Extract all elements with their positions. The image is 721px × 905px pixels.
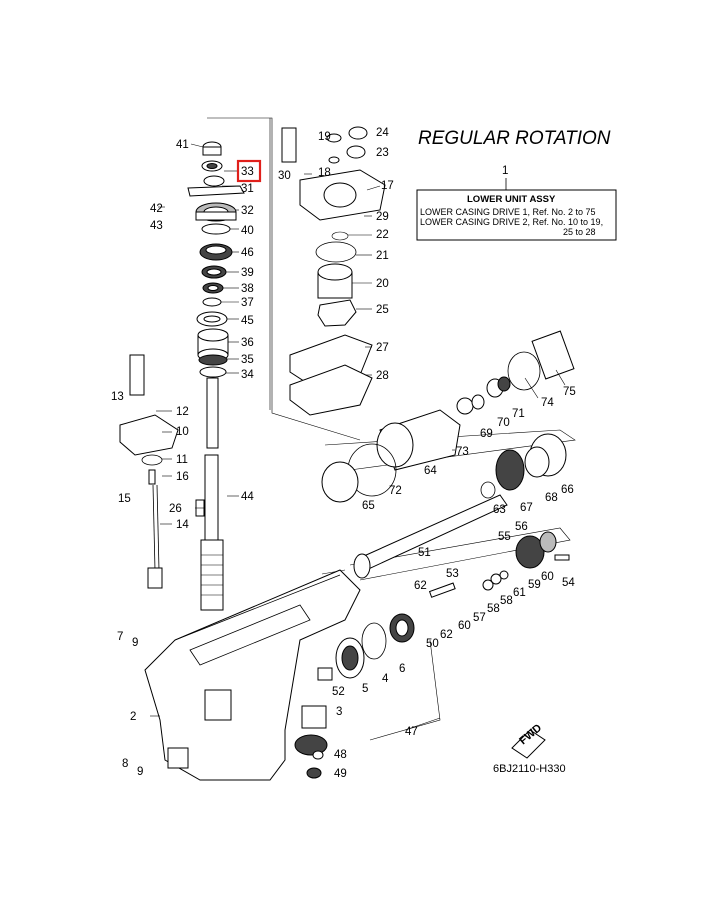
callout-16[interactable]: 16 bbox=[176, 471, 189, 483]
callout-73[interactable]: 73 bbox=[456, 446, 469, 458]
callout-62b[interactable]: 62 bbox=[440, 629, 453, 641]
callout-14[interactable]: 14 bbox=[176, 519, 189, 531]
assembly-line3: 25 to 28 bbox=[563, 227, 596, 237]
callout-21[interactable]: 21 bbox=[376, 250, 389, 262]
callout-33[interactable]: 33 bbox=[241, 166, 254, 178]
callout-11[interactable]: 11 bbox=[176, 454, 188, 466]
callout-44[interactable]: 44 bbox=[241, 491, 254, 503]
leader-lines bbox=[150, 143, 566, 731]
callout-23[interactable]: 23 bbox=[376, 147, 389, 159]
callout-19[interactable]: 19 bbox=[318, 131, 331, 143]
upper-shaft-parts bbox=[187, 141, 245, 611]
callout-17[interactable]: 17 bbox=[381, 180, 394, 192]
callout-15[interactable]: 15 bbox=[118, 493, 131, 505]
propshaft-parts: FWD bbox=[294, 330, 575, 779]
callout-49[interactable]: 49 bbox=[334, 768, 347, 780]
explode-guide-lines bbox=[207, 117, 576, 741]
callout-8[interactable]: 8 bbox=[122, 758, 128, 770]
assembly-ref-number: 1 bbox=[502, 165, 508, 177]
callout-58b[interactable]: 58 bbox=[487, 603, 500, 615]
callout-24[interactable]: 24 bbox=[376, 127, 389, 139]
callout-67[interactable]: 67 bbox=[520, 502, 533, 514]
callout-53[interactable]: 53 bbox=[446, 568, 459, 580]
callout-40[interactable]: 40 bbox=[241, 225, 254, 237]
callout-62[interactable]: 62 bbox=[414, 580, 427, 592]
callout-29[interactable]: 29 bbox=[376, 211, 389, 223]
callout-2[interactable]: 2 bbox=[130, 711, 136, 723]
callout-32[interactable]: 32 bbox=[241, 205, 254, 217]
callout-63[interactable]: 63 bbox=[493, 504, 506, 516]
callout-39[interactable]: 39 bbox=[241, 267, 254, 279]
callout-27[interactable]: 27 bbox=[376, 342, 389, 354]
diagram-title: REGULAR ROTATION bbox=[418, 128, 611, 149]
callout-60[interactable]: 60 bbox=[541, 571, 554, 583]
assembly-line2: LOWER CASING DRIVE 2, Ref. No. 10 to 19, bbox=[420, 217, 603, 227]
assembly-box bbox=[416, 189, 617, 241]
callout-38[interactable]: 38 bbox=[241, 283, 254, 295]
callout-60b[interactable]: 60 bbox=[458, 620, 471, 632]
callout-4[interactable]: 4 bbox=[382, 673, 389, 685]
callout-26[interactable]: 26 bbox=[169, 503, 182, 515]
callout-43[interactable]: 43 bbox=[150, 220, 163, 232]
callout-12[interactable]: 12 bbox=[176, 406, 189, 418]
callout-42[interactable]: 42 bbox=[150, 203, 163, 215]
drawing-code: 6BJ2110-H330 bbox=[493, 763, 566, 775]
callout-54[interactable]: 54 bbox=[562, 577, 575, 589]
callout-37[interactable]: 37 bbox=[241, 297, 254, 309]
callout-69[interactable]: 69 bbox=[480, 428, 493, 440]
callout-46[interactable]: 46 bbox=[241, 247, 254, 259]
callout-72[interactable]: 72 bbox=[389, 485, 402, 497]
callout-48[interactable]: 48 bbox=[334, 749, 347, 761]
callout-20[interactable]: 20 bbox=[376, 278, 389, 290]
callout-75[interactable]: 75 bbox=[563, 386, 576, 398]
callout-25[interactable]: 25 bbox=[376, 304, 389, 316]
callout-56[interactable]: 56 bbox=[515, 521, 528, 533]
callout-50[interactable]: 50 bbox=[426, 638, 439, 650]
callout-10[interactable]: 10 bbox=[176, 426, 189, 438]
callout-31[interactable]: 31 bbox=[241, 183, 254, 195]
callout-9-lower[interactable]: 9 bbox=[137, 766, 143, 778]
callout-30[interactable]: 30 bbox=[278, 170, 291, 182]
assembly-name: LOWER UNIT ASSY bbox=[467, 194, 556, 205]
callout-9[interactable]: 9 bbox=[132, 637, 138, 649]
callout-57[interactable]: 57 bbox=[473, 612, 486, 624]
assembly-callout: 1 LOWER UNIT ASSY LOWER CASING DRIVE 1, … bbox=[416, 165, 617, 241]
callout-58[interactable]: 58 bbox=[500, 595, 513, 607]
callout-71[interactable]: 71 bbox=[512, 408, 525, 420]
callout-55[interactable]: 55 bbox=[498, 531, 511, 543]
callout-5[interactable]: 5 bbox=[362, 683, 368, 695]
assembly-line1: LOWER CASING DRIVE 1, Ref. No. 2 to 75 bbox=[420, 207, 596, 217]
callout-labels: 41 33 31 42 43 32 40 46 39 38 37 45 36 3… bbox=[111, 127, 576, 780]
callout-41[interactable]: 41 bbox=[176, 139, 189, 151]
callout-45[interactable]: 45 bbox=[241, 315, 254, 327]
callout-34[interactable]: 34 bbox=[241, 369, 254, 381]
callout-65[interactable]: 65 bbox=[362, 500, 375, 512]
callout-52[interactable]: 52 bbox=[332, 686, 345, 698]
water-pump-parts bbox=[281, 126, 386, 416]
lower-casing bbox=[144, 569, 361, 781]
callout-51[interactable]: 51 bbox=[418, 547, 431, 559]
callout-47[interactable]: 47 bbox=[405, 726, 418, 738]
highlight-box bbox=[236, 159, 262, 183]
callout-61[interactable]: 61 bbox=[513, 587, 526, 599]
callout-3[interactable]: 3 bbox=[336, 706, 342, 718]
callout-7[interactable]: 7 bbox=[117, 631, 123, 643]
callout-36[interactable]: 36 bbox=[241, 337, 254, 349]
shift-parts bbox=[119, 354, 205, 589]
callout-74[interactable]: 74 bbox=[541, 397, 554, 409]
callout-13[interactable]: 13 bbox=[111, 391, 124, 403]
callout-70[interactable]: 70 bbox=[497, 417, 510, 429]
fwd-arrow-icon bbox=[511, 729, 546, 759]
callout-66[interactable]: 66 bbox=[561, 484, 574, 496]
callout-59[interactable]: 59 bbox=[528, 579, 541, 591]
callout-28[interactable]: 28 bbox=[376, 370, 389, 382]
callout-22[interactable]: 22 bbox=[376, 229, 389, 241]
callout-6[interactable]: 6 bbox=[399, 663, 405, 675]
callout-64[interactable]: 64 bbox=[424, 465, 437, 477]
callout-18[interactable]: 18 bbox=[318, 167, 331, 179]
callout-35[interactable]: 35 bbox=[241, 354, 254, 366]
callout-68[interactable]: 68 bbox=[545, 492, 558, 504]
